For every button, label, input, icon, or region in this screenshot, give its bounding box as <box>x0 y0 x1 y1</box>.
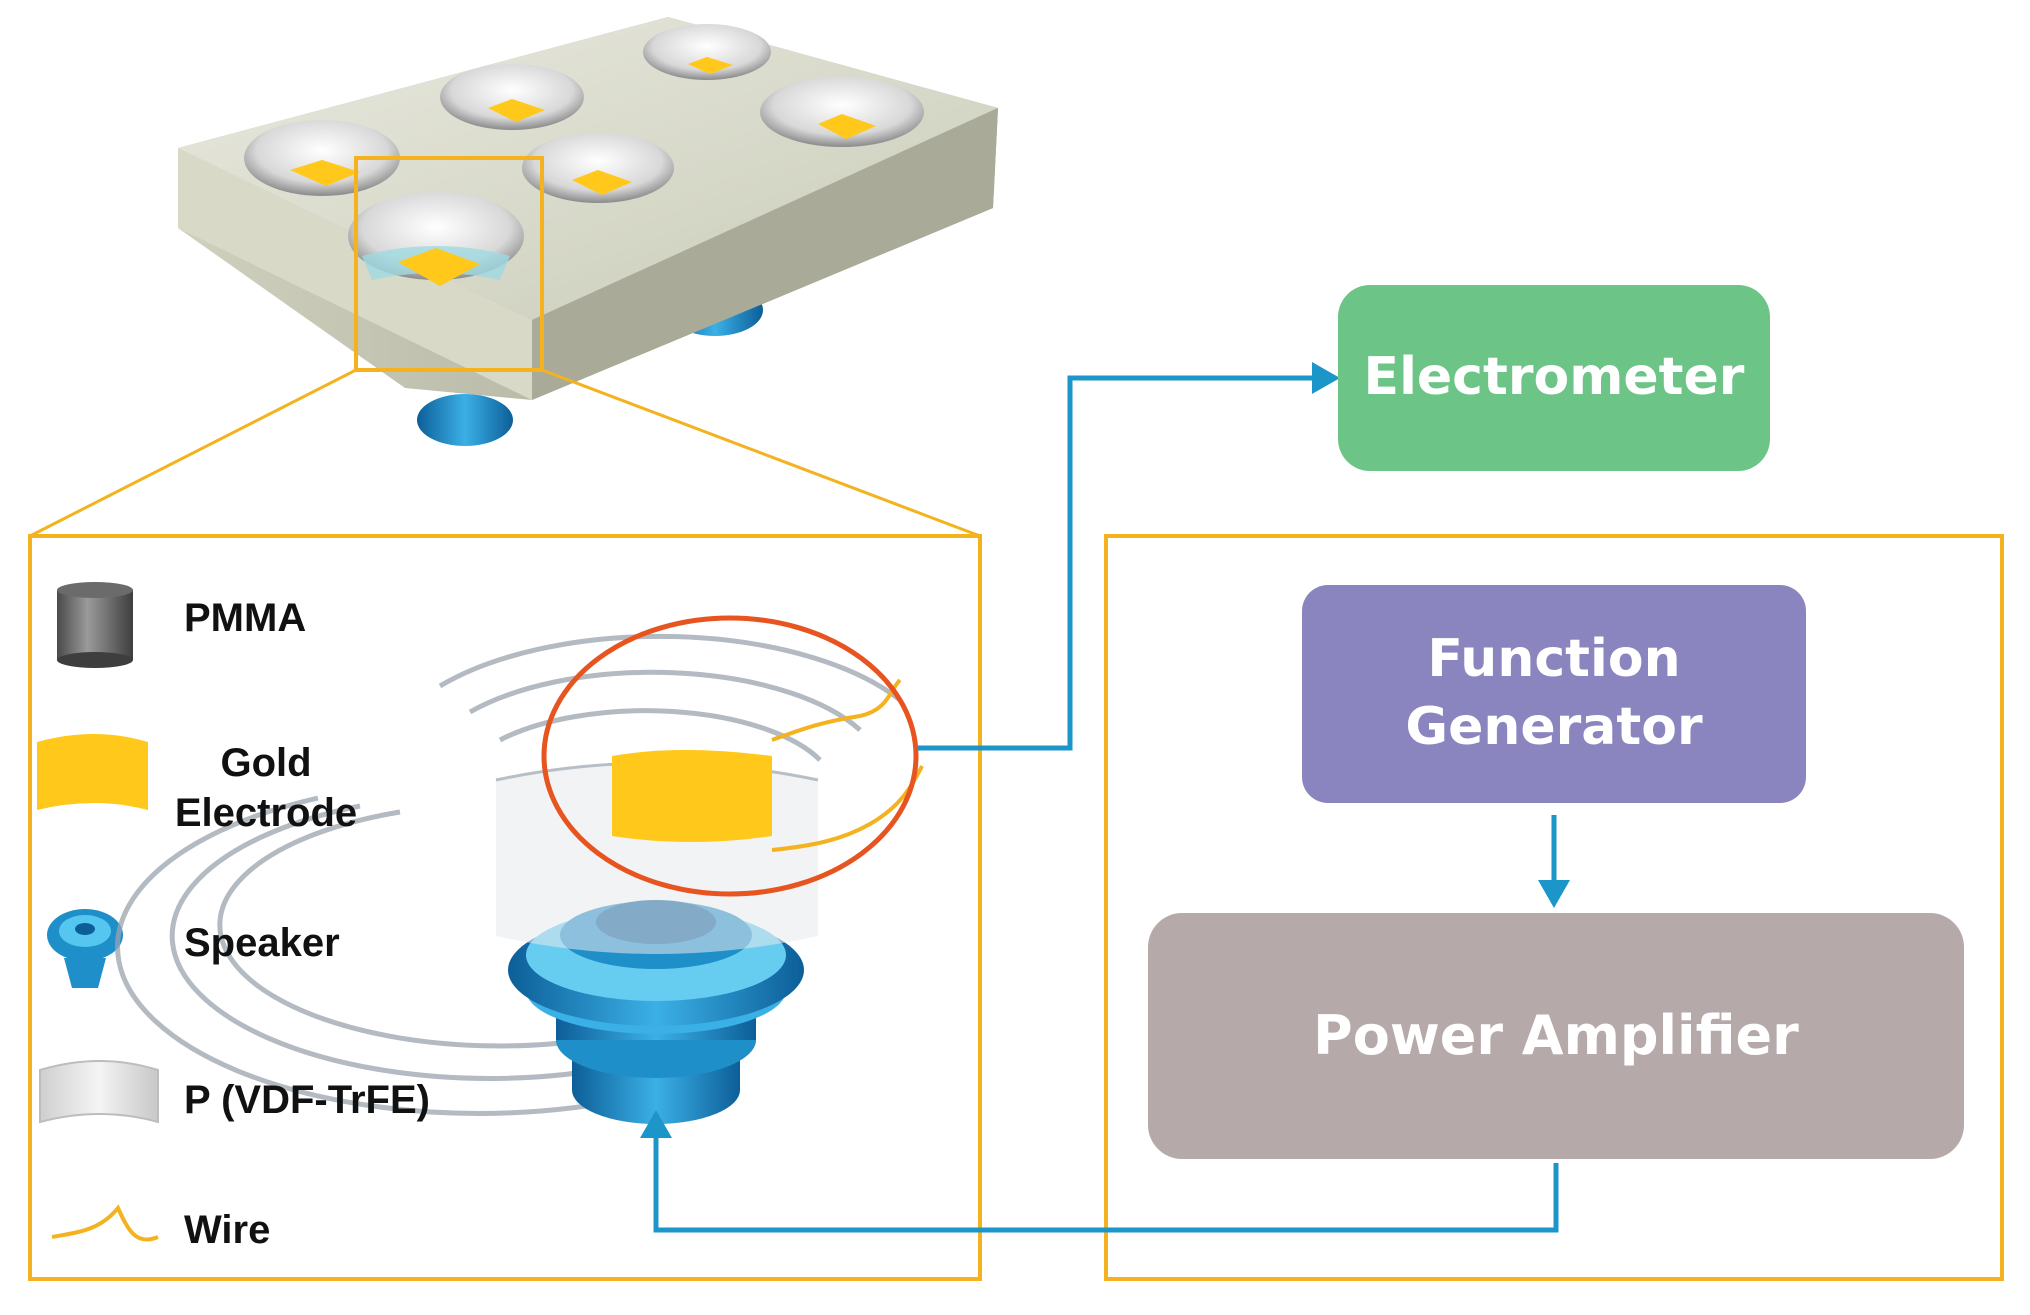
speaker-icon <box>47 909 123 988</box>
gold-electrode-icon <box>37 734 148 810</box>
function-generator-block: Function Generator <box>1302 585 1806 803</box>
legend-pvdf-label: P (VDF-TrFE) <box>184 1078 430 1122</box>
signal-connectors <box>653 375 1559 1233</box>
arrowhead-speaker <box>640 1110 672 1138</box>
electrometer-label: Electrometer <box>1363 347 1745 408</box>
arrowhead-amplifier <box>1538 880 1570 908</box>
highlight-circle <box>541 615 919 897</box>
wire-icon <box>51 1204 159 1242</box>
legend-gold-line2: Electrode <box>174 791 358 835</box>
function-generator-line2: Generator <box>1405 697 1703 757</box>
legend-gold-line1: Gold <box>220 741 312 785</box>
well-plate-array-icon <box>178 17 998 446</box>
detail-frame <box>28 534 982 1281</box>
power-amplifier-label: Power Amplifier <box>1313 1003 1799 1067</box>
pvdf-film-icon <box>39 1060 159 1124</box>
legend-gold-label: Gold Electrode <box>166 738 366 838</box>
speaker-assembly <box>115 615 924 1124</box>
arrowhead-electrometer <box>1312 362 1340 394</box>
legend-wire-label: Wire <box>184 1208 271 1252</box>
connector-to-electrometer <box>918 375 1318 751</box>
legend-speaker-label: Speaker <box>184 921 340 965</box>
pmma-cylinder-icon <box>57 582 133 668</box>
electrometer-block: Electrometer <box>1338 285 1770 471</box>
connector-amplifier-to-speaker <box>653 1132 1559 1233</box>
power-amplifier-block: Power Amplifier <box>1148 913 1964 1159</box>
legend-pmma-label: PMMA <box>184 596 307 640</box>
function-generator-line1: Function <box>1427 629 1681 690</box>
instrument-frame <box>1104 534 2004 1281</box>
